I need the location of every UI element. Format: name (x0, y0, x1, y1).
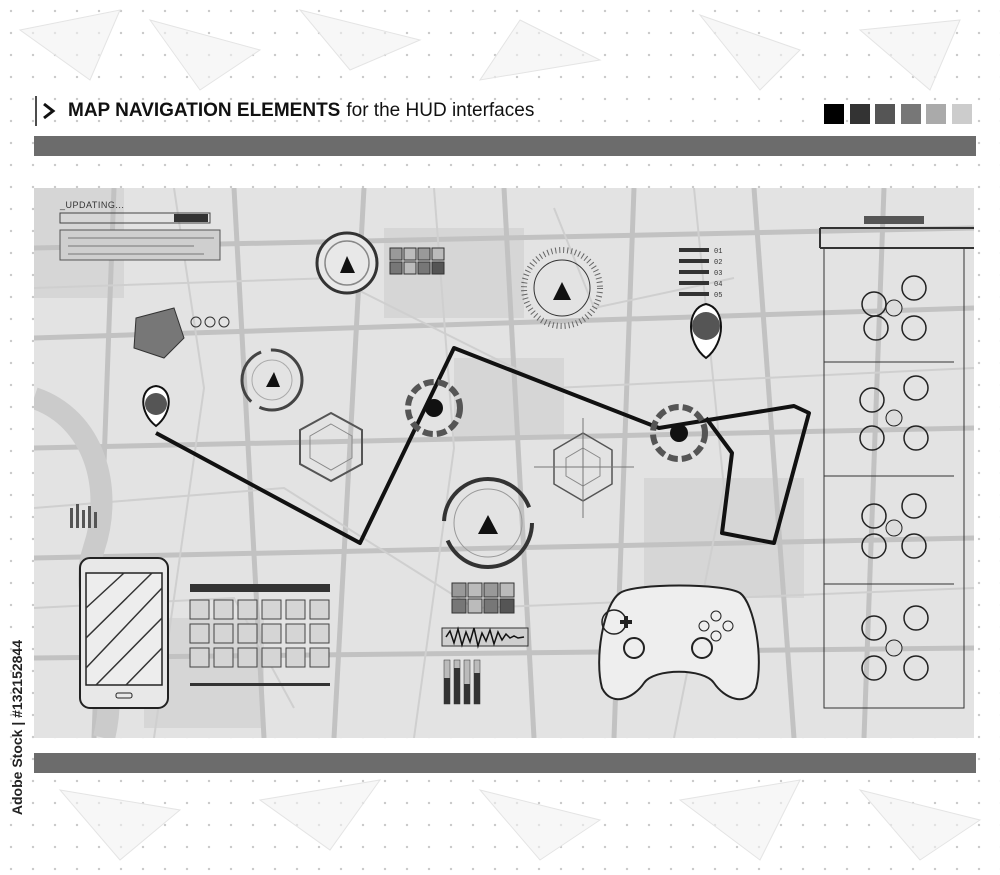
navigation-arrow-icon[interactable] (315, 231, 379, 295)
navigation-arrow-icon[interactable] (240, 348, 304, 412)
top-divider-bar (34, 136, 976, 156)
quadcopter-drone-icon (861, 275, 927, 341)
updating-label: _UPDATING... (60, 200, 125, 210)
route-node-1[interactable] (405, 379, 463, 437)
quadcopter-drone-icon (861, 493, 927, 559)
map-panel[interactable]: 01 02 03 04 05 (34, 188, 974, 738)
stat-bars-widget (70, 504, 97, 528)
city-map: 01 02 03 04 05 (34, 188, 974, 738)
step-label: 02 (714, 259, 722, 267)
map-pin-icon[interactable] (142, 384, 170, 428)
navigation-arrow-icon[interactable] (521, 247, 603, 329)
color-palette (824, 104, 977, 124)
hexagon-radar-icon (534, 418, 634, 518)
quadcopter-drone-icon (859, 375, 929, 451)
tile-grid-widget (389, 247, 445, 275)
stock-watermark: Adobe Stock | #132152844 (9, 640, 25, 816)
hexagon-target-icon (299, 411, 363, 483)
audio-waveform-widget (441, 626, 529, 649)
bottom-divider-bar (34, 753, 976, 773)
page-title: MAP NAVIGATION ELEMENTS (68, 100, 341, 121)
updating-widget (59, 212, 221, 261)
image-grid-widget (189, 584, 330, 686)
step-label: 05 (714, 292, 722, 300)
step-label: 04 (714, 281, 722, 289)
gamepad-icon (598, 584, 760, 701)
smartphone-icon (79, 557, 169, 709)
swatch-6 (951, 104, 972, 124)
page-subtitle: for the HUD interfaces (346, 100, 535, 121)
radar-widget (133, 307, 230, 359)
step-list-widget: 01 02 03 04 05 (679, 248, 722, 300)
swatch-3 (875, 104, 895, 124)
tile-grid-widget (451, 582, 515, 614)
prompt-chevron-icon (35, 96, 56, 126)
level-bars-widget (443, 659, 481, 705)
map-pin-icon[interactable] (690, 302, 722, 360)
swatch-1 (824, 104, 844, 124)
swatch-5 (926, 104, 946, 124)
navigation-arrow-icon[interactable] (442, 477, 534, 569)
step-label: 03 (714, 270, 722, 278)
swatch-2 (849, 104, 870, 124)
route-node-2[interactable] (650, 404, 708, 462)
swatch-4 (900, 104, 921, 124)
quadcopter-drone-icon (861, 605, 929, 681)
route-line (155, 346, 811, 545)
drone-side-panel (819, 216, 974, 709)
page-header: MAP NAVIGATION ELEMENTS for the HUD inte… (34, 94, 534, 128)
step-label: 01 (714, 248, 722, 256)
